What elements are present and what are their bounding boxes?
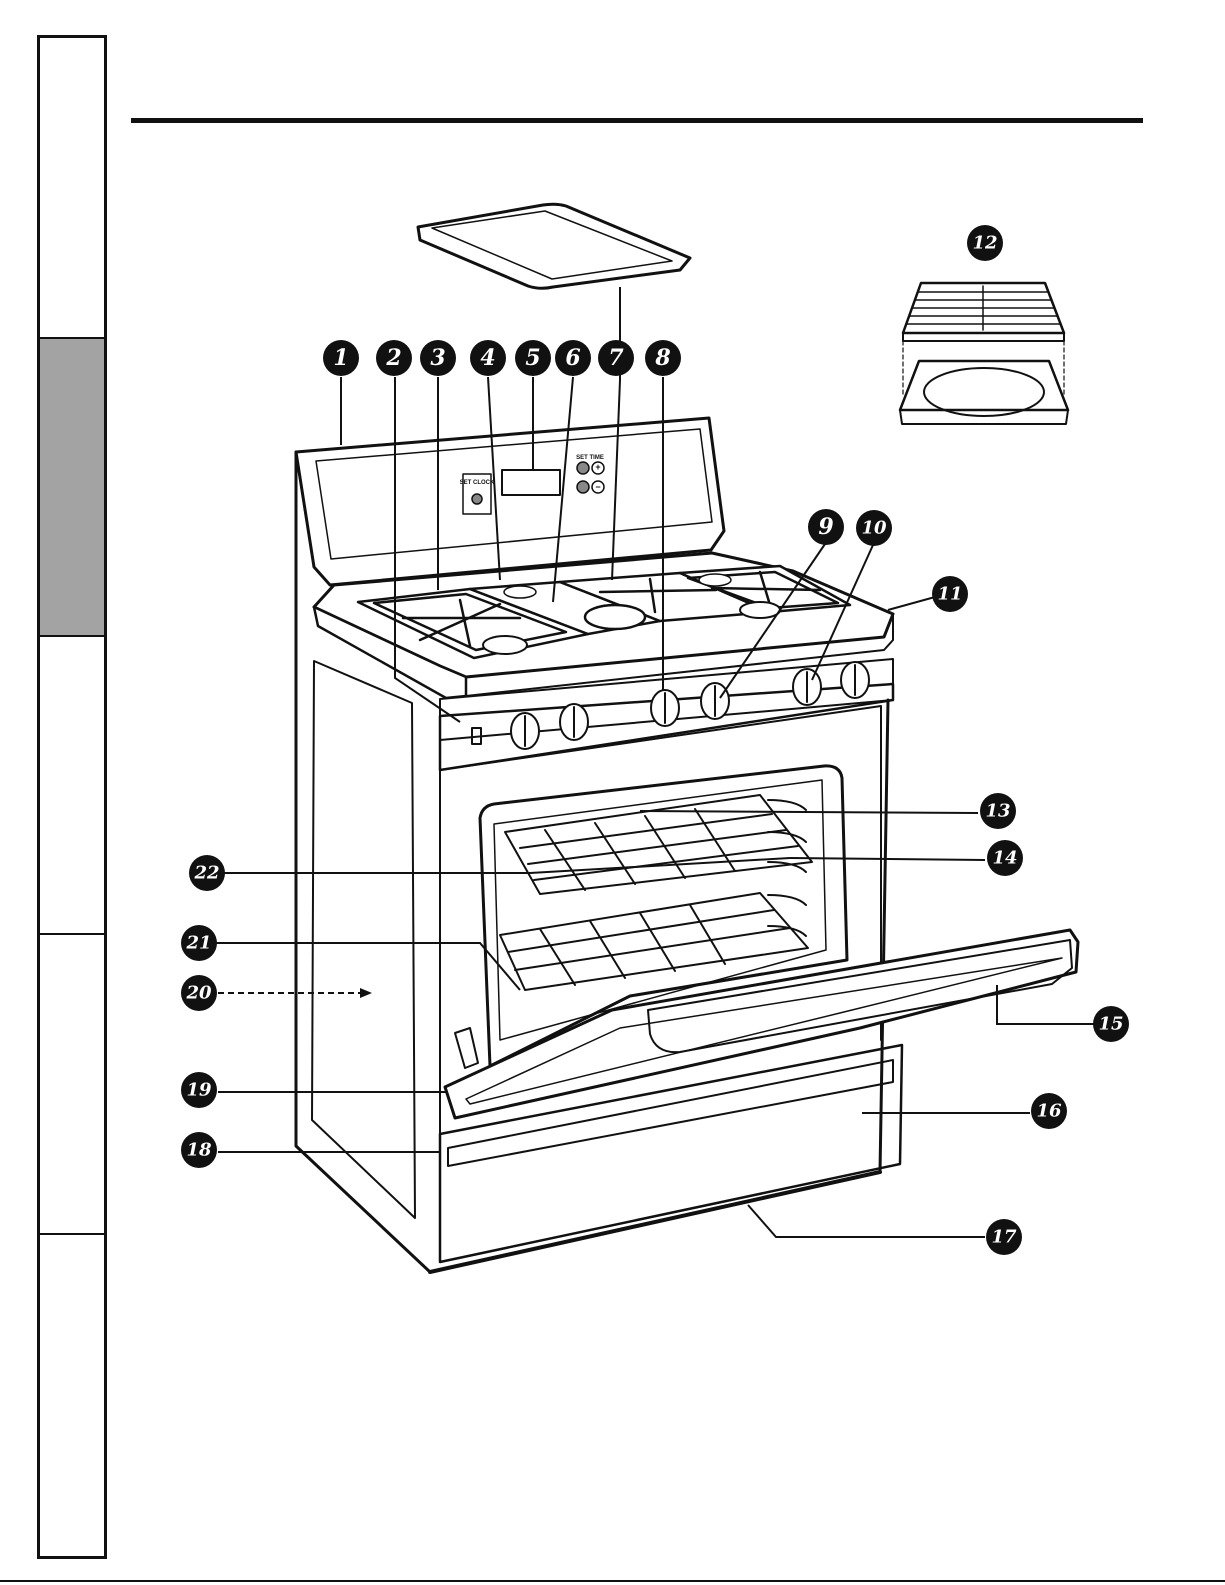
callout-11: 11 bbox=[932, 576, 968, 612]
griddle bbox=[418, 204, 690, 288]
svg-text:11: 11 bbox=[937, 584, 962, 605]
svg-text:15: 15 bbox=[1098, 1014, 1123, 1035]
set-clock-label: SET CLOCK bbox=[460, 480, 495, 486]
svg-text:19: 19 bbox=[186, 1080, 212, 1101]
set-time-label: SET TIME bbox=[576, 455, 604, 461]
callout-6: 6 bbox=[555, 340, 591, 376]
burner-cap-front-right bbox=[740, 602, 780, 618]
rack-supports bbox=[768, 800, 806, 936]
svg-text:16: 16 bbox=[1036, 1101, 1062, 1122]
svg-text:7: 7 bbox=[608, 345, 624, 371]
oven-rack-upper bbox=[505, 795, 812, 894]
set-clock-button[interactable] bbox=[472, 494, 482, 504]
oven-door[interactable] bbox=[445, 930, 1078, 1118]
callout-9: 9 bbox=[808, 509, 844, 545]
broiler-pan bbox=[900, 283, 1068, 424]
svg-text:21: 21 bbox=[185, 933, 211, 954]
svg-text:14: 14 bbox=[992, 848, 1017, 869]
burner-cap-rear-right bbox=[699, 574, 731, 586]
door-hinge bbox=[455, 1028, 478, 1068]
callout-13: 13 bbox=[980, 793, 1016, 829]
callout-12: 12 bbox=[967, 225, 1003, 261]
leader-14 bbox=[790, 858, 985, 860]
svg-text:13: 13 bbox=[985, 801, 1010, 822]
callout-16: 16 bbox=[1031, 1093, 1067, 1129]
set-time-button-2[interactable] bbox=[577, 481, 589, 493]
set-time-button-1[interactable] bbox=[577, 462, 589, 474]
callout-15: 15 bbox=[1093, 1006, 1129, 1042]
callout-2: 2 bbox=[376, 340, 412, 376]
svg-text:22: 22 bbox=[193, 863, 219, 884]
callout-21: 21 bbox=[181, 925, 217, 961]
callout-5: 5 bbox=[515, 340, 551, 376]
callout-20: 20 bbox=[181, 975, 217, 1011]
callout-22: 22 bbox=[189, 855, 225, 891]
leader-13 bbox=[640, 811, 978, 813]
callout-18: 18 bbox=[181, 1132, 217, 1168]
side-panel bbox=[312, 661, 415, 1218]
svg-text:2: 2 bbox=[385, 345, 401, 371]
burner-cap-rear-left bbox=[504, 586, 536, 598]
svg-text:9: 9 bbox=[818, 514, 833, 540]
svg-text:18: 18 bbox=[186, 1140, 212, 1161]
leader-17 bbox=[748, 1205, 985, 1237]
callout-8: 8 bbox=[645, 340, 681, 376]
callout-17: 17 bbox=[986, 1219, 1022, 1255]
svg-text:20: 20 bbox=[185, 983, 212, 1004]
svg-text:12: 12 bbox=[972, 233, 997, 254]
svg-text:8: 8 bbox=[654, 345, 670, 371]
callout-14: 14 bbox=[987, 840, 1023, 876]
minus-label: − bbox=[595, 482, 600, 492]
callout-10: 10 bbox=[856, 510, 892, 546]
callout-7: 7 bbox=[598, 340, 634, 376]
leader-22 bbox=[218, 858, 790, 873]
arrowhead-20 bbox=[360, 988, 372, 998]
burner-cap-front-left bbox=[483, 636, 527, 654]
svg-text:4: 4 bbox=[480, 345, 495, 371]
plus-label: + bbox=[595, 462, 600, 472]
svg-text:3: 3 bbox=[430, 345, 445, 371]
callout-4: 4 bbox=[470, 340, 506, 376]
leader-11 bbox=[888, 597, 935, 610]
callout-19: 19 bbox=[181, 1072, 217, 1108]
oval-burner bbox=[585, 605, 645, 629]
svg-text:17: 17 bbox=[991, 1227, 1017, 1248]
svg-text:6: 6 bbox=[565, 345, 580, 371]
svg-text:10: 10 bbox=[861, 518, 887, 539]
leader-21 bbox=[216, 943, 520, 990]
svg-text:5: 5 bbox=[525, 345, 540, 371]
svg-text:1: 1 bbox=[333, 345, 348, 371]
callout-3: 3 bbox=[420, 340, 456, 376]
callout-1: 1 bbox=[323, 340, 359, 376]
